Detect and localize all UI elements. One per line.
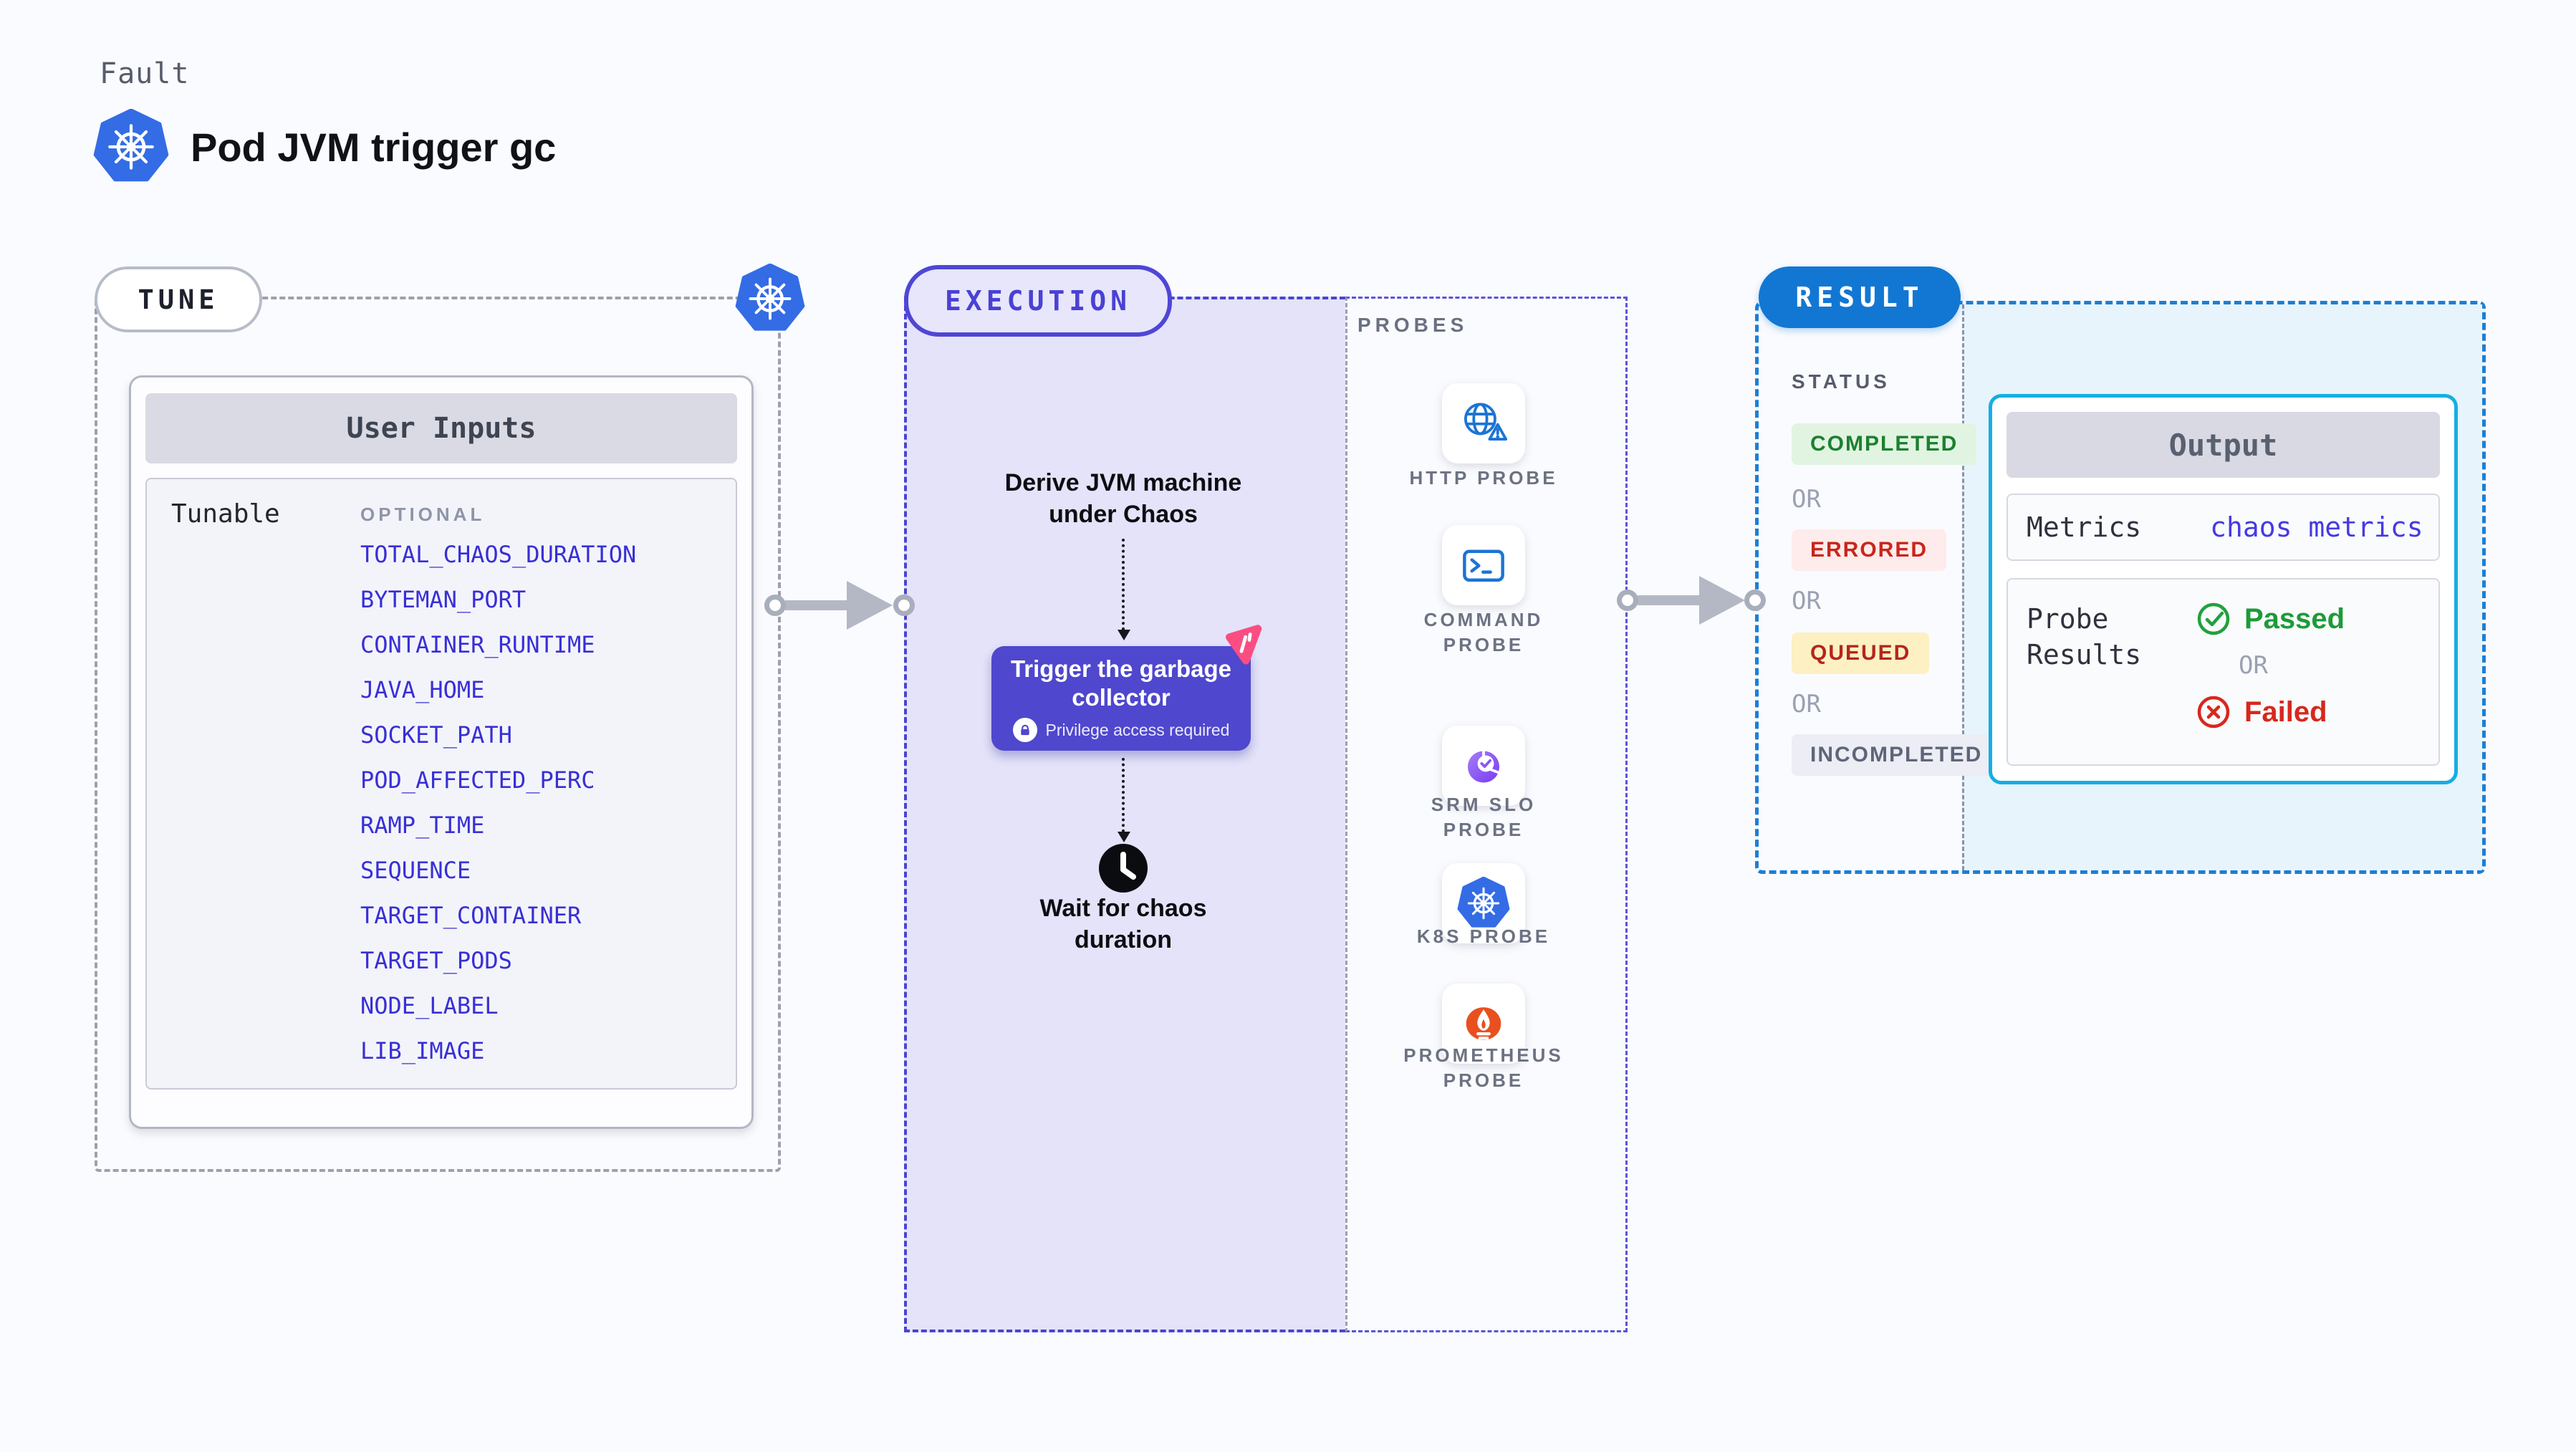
passed-label: Passed <box>2244 602 2345 635</box>
fault-kicker: Fault <box>100 57 190 90</box>
trigger-gc-title: Trigger the garbage collector <box>1010 655 1232 711</box>
probe-tile-prometheus <box>1442 984 1525 1064</box>
metrics-label: Metrics <box>2027 511 2142 543</box>
kubernetes-icon <box>93 109 169 185</box>
check-circle-icon <box>2197 602 2230 635</box>
optional-label: OPTIONAL <box>360 504 486 525</box>
param-item: JAVA_HOME <box>360 676 485 703</box>
x-circle-icon <box>2197 696 2230 729</box>
probe-label-srm-slo: SRM SLO PROBE <box>1431 794 1537 840</box>
param-item: TARGET_CONTAINER <box>360 902 582 929</box>
passed-line: Passed <box>2196 601 2345 637</box>
param-item: LIB_IMAGE <box>360 1037 485 1064</box>
probe-label-prometheus: PROMETHEUS PROBE <box>1403 1044 1564 1091</box>
execution-badge: EXECUTION <box>904 265 1172 337</box>
flow-arrow-down <box>1118 758 1130 842</box>
user-inputs-list: Tunable OPTIONAL TOTAL_CHAOS_DURATION BY… <box>145 478 737 1090</box>
probe-label-k8s: K8S PROBE <box>1416 925 1551 947</box>
or-label: OR <box>1792 587 1821 615</box>
failed-line: Failed <box>2196 694 2345 730</box>
param-item: TARGET_PODS <box>360 947 512 974</box>
status-heading: STATUS <box>1792 370 1890 393</box>
probe-tile-command <box>1442 525 1525 605</box>
clock-icon <box>1099 844 1148 893</box>
metrics-value: chaos metrics <box>2210 511 2423 543</box>
tune-section-box <box>95 297 781 1172</box>
or-label: OR <box>1792 690 1821 718</box>
privilege-row: Privilege access required <box>1012 718 1230 742</box>
output-header: Output <box>2007 412 2440 478</box>
output-panel: Output Metrics chaos metrics Probe Resul… <box>1989 394 2458 784</box>
wait-step: Wait for chaos duration <box>1039 895 1207 953</box>
http-globe-warning-icon <box>1464 403 1508 441</box>
page-title-row: Pod JVM trigger gc <box>93 109 556 185</box>
prometheus-flame-icon <box>1466 1007 1501 1040</box>
kubernetes-icon <box>735 264 805 334</box>
command-terminal-icon <box>1463 549 1504 582</box>
param-item: RAMP_TIME <box>360 812 485 839</box>
status-badge-completed: COMPLETED <box>1792 423 1977 465</box>
param-item: BYTEMAN_PORT <box>360 586 527 613</box>
tunable-label: Tunable <box>171 499 280 529</box>
metrics-row: Metrics chaos metrics <box>2007 494 2440 561</box>
privilege-text: Privilege access required <box>1045 720 1230 739</box>
param-list: TOTAL_CHAOS_DURATION BYTEMAN_PORT CONTAI… <box>360 532 636 1074</box>
chaos-spark-icon <box>1226 625 1262 665</box>
connector-dot <box>893 595 915 616</box>
probes-section-box <box>1345 297 1628 1332</box>
derive-jvm-step: Derive JVM machine under Chaos <box>1004 469 1242 528</box>
connector-dot <box>764 595 786 616</box>
user-inputs-header: User Inputs <box>145 393 737 463</box>
status-badge-incompleted: INCOMPLETED <box>1792 734 2001 776</box>
param-item: NODE_LABEL <box>360 992 499 1019</box>
probe-tile-k8s <box>1442 863 1525 943</box>
status-badge-queued: QUEUED <box>1792 633 1930 674</box>
lock-icon <box>1012 718 1037 742</box>
execution-section-box <box>904 297 1345 1332</box>
connector-dot <box>1617 590 1638 611</box>
probe-label-http: HTTP PROBE <box>1409 467 1558 489</box>
param-item: SOCKET_PATH <box>360 721 512 749</box>
probe-tile-srm-slo <box>1442 726 1525 806</box>
param-item: CONTAINER_RUNTIME <box>360 631 595 658</box>
param-item: SEQUENCE <box>360 857 471 884</box>
kubernetes-icon <box>1457 877 1510 930</box>
failed-label: Failed <box>2244 696 2327 728</box>
probe-tile-http <box>1442 383 1525 463</box>
probe-results-label: Probe Results <box>2027 603 2142 670</box>
page-title: Pod JVM trigger gc <box>191 124 557 170</box>
status-badge-errored: ERRORED <box>1792 529 1947 571</box>
probes-heading: PROBES <box>1357 314 1469 336</box>
result-badge: RESULT <box>1759 266 1961 328</box>
param-item: TOTAL_CHAOS_DURATION <box>360 541 637 568</box>
connector-dot <box>1744 590 1766 611</box>
probe-label-command: COMMAND PROBE <box>1423 609 1544 655</box>
srm-slo-gauge-icon <box>1467 749 1500 783</box>
param-item: POD_AFFECTED_PERC <box>360 766 595 794</box>
flow-arrow-down <box>1118 539 1130 640</box>
or-label: OR <box>2239 651 2268 680</box>
or-label: OR <box>1792 485 1821 514</box>
user-inputs-panel: User Inputs Tunable OPTIONAL TOTAL_CHAOS… <box>129 375 754 1129</box>
probe-results-row: Probe Results Passed OR Failed <box>2007 578 2440 766</box>
trigger-gc-node: Trigger the garbage collector Privilege … <box>991 646 1251 751</box>
tune-badge: TUNE <box>95 266 262 332</box>
